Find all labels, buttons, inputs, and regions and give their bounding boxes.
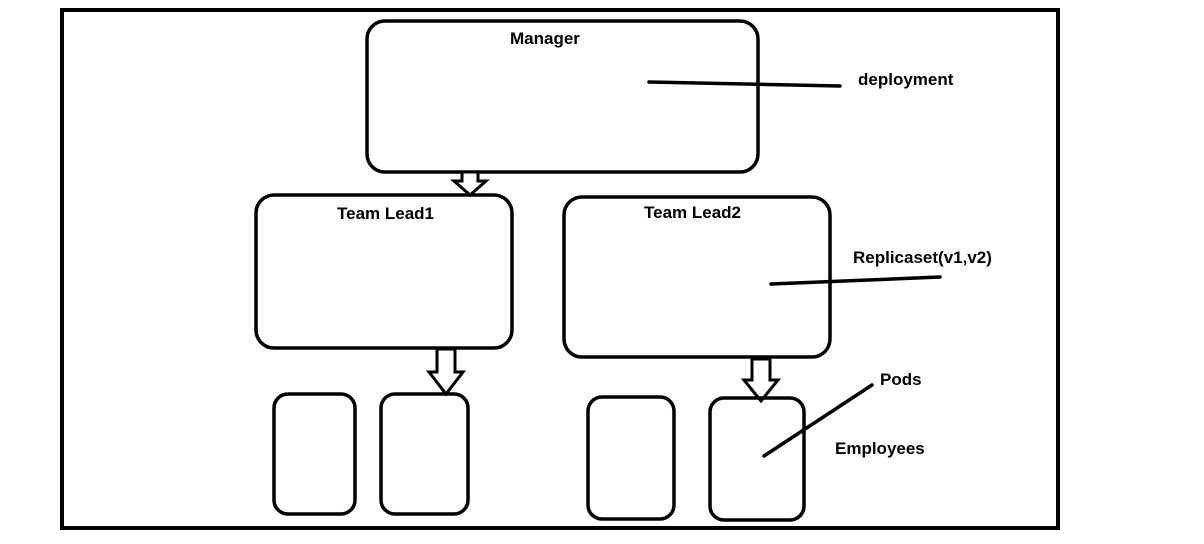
team-lead-1-label: Team Lead1 <box>337 204 434 223</box>
team-lead-2-node: Team Lead2 <box>562 195 832 359</box>
deployment-label: deployment <box>858 70 954 89</box>
manager-label: Manager <box>510 29 580 48</box>
outer-frame <box>60 8 1060 530</box>
team-lead-1-node: Team Lead1 <box>254 193 514 350</box>
team-lead-1-box <box>254 193 514 350</box>
replicaset-pointer-line <box>769 275 942 286</box>
manager-node: Manager <box>365 19 760 174</box>
employee-box-1 <box>272 392 357 516</box>
arrow-manager-to-team-lead-1 <box>450 170 490 197</box>
deployment-pointer-line <box>647 80 842 88</box>
pods-label: Pods <box>880 370 922 389</box>
employee-box-4 <box>708 396 806 522</box>
employees-label: Employees <box>835 439 925 458</box>
arrow-team-lead-1-to-employee <box>425 347 467 397</box>
team-lead-2-label: Team Lead2 <box>644 203 741 222</box>
pods-pointer-line <box>762 383 874 458</box>
replicaset-label: Replicaset(v1,v2) <box>853 248 992 267</box>
manager-box <box>365 19 760 174</box>
employee-box-3 <box>586 395 676 521</box>
arrow-team-lead-2-to-employee <box>740 357 782 404</box>
employee-box-2 <box>379 392 470 516</box>
team-lead-2-box <box>562 195 832 359</box>
